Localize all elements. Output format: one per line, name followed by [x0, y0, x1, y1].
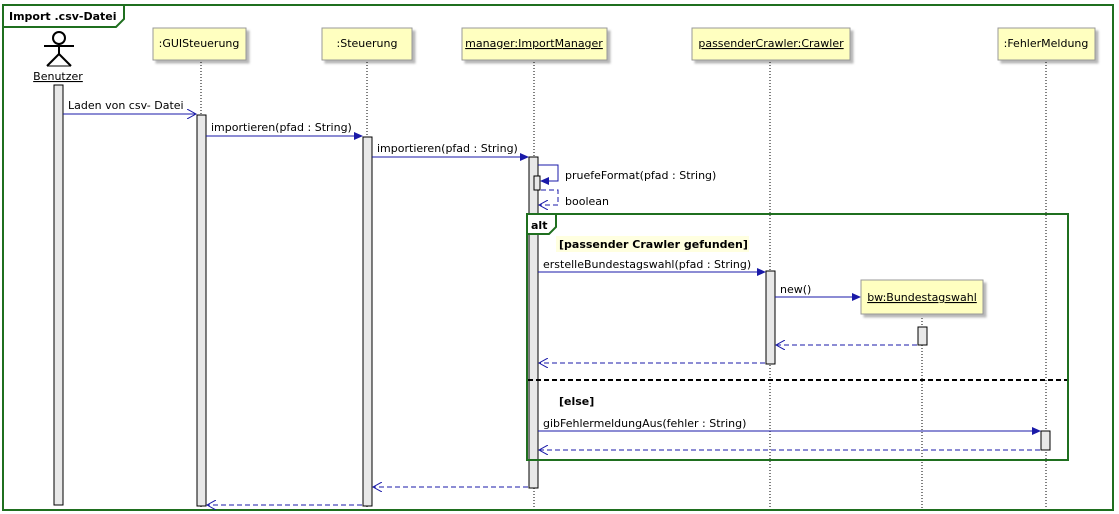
alt-guard1: [passender Crawler gefunden]: [559, 238, 748, 251]
created-object-bundestagswahl: bw:Bundestagswahl: [860, 279, 984, 315]
activation-importmanager-self: [533, 175, 541, 191]
alt-fragment-label: alt: [531, 219, 547, 232]
frame-tab: [2, 4, 125, 28]
participant-importmanager: manager:ImportManager: [461, 27, 608, 61]
alt-guard1-background: [556, 236, 749, 252]
frame-title: Import .csv-Datei: [9, 10, 117, 23]
message-erstelle-label: erstelleBundestagswahl(pfad : String): [543, 258, 751, 271]
message-boolean-label: boolean: [565, 195, 609, 208]
actor-label: Benutzer: [33, 70, 83, 83]
activation-actor: [53, 84, 64, 506]
participant-gui: :GUISteuerung: [152, 27, 247, 61]
created-object-label: bw:Bundestagswahl: [867, 291, 977, 304]
activation-bundestagswahl: [917, 326, 928, 346]
participant-gui-label: :GUISteuerung: [159, 37, 240, 50]
participant-importmanager-label: manager:ImportManager: [465, 37, 603, 50]
alt-fragment-tab: [526, 213, 557, 235]
activation-crawler: [765, 270, 776, 365]
activation-steuerung: [362, 136, 373, 507]
actor-icon: [44, 31, 74, 67]
participant-steuerung-label: :Steuerung: [337, 37, 398, 50]
message-new-label: new(): [780, 283, 811, 296]
participant-crawler: passenderCrawler:Crawler: [691, 27, 851, 61]
message-pruefeformat-arrow: [538, 164, 559, 185]
participant-fehlermeldung: :FehlerMeldung: [997, 27, 1096, 61]
participant-steuerung: :Steuerung: [321, 27, 413, 61]
activation-importmanager: [528, 156, 539, 489]
activation-fehlermeldung: [1040, 430, 1051, 451]
activation-gui: [196, 114, 207, 507]
message-gibfehler-label: gibFehlermeldungAus(fehler : String): [543, 417, 746, 430]
message-importieren1-label: importieren(pfad : String): [211, 121, 352, 134]
message-importieren2-label: importieren(pfad : String): [377, 142, 518, 155]
message-pruefeformat-label: pruefeFormat(pfad : String): [565, 169, 716, 182]
message-boolean-arrow: [539, 189, 559, 205]
participant-crawler-label: passenderCrawler:Crawler: [698, 37, 844, 50]
participant-fehlermeldung-label: :FehlerMeldung: [1004, 37, 1089, 50]
alt-guard2: [else]: [559, 395, 594, 408]
alt-fragment-border: [526, 213, 1069, 461]
frame-border: [2, 4, 1114, 511]
message-laden-label: Laden von csv- Datei: [68, 99, 184, 112]
